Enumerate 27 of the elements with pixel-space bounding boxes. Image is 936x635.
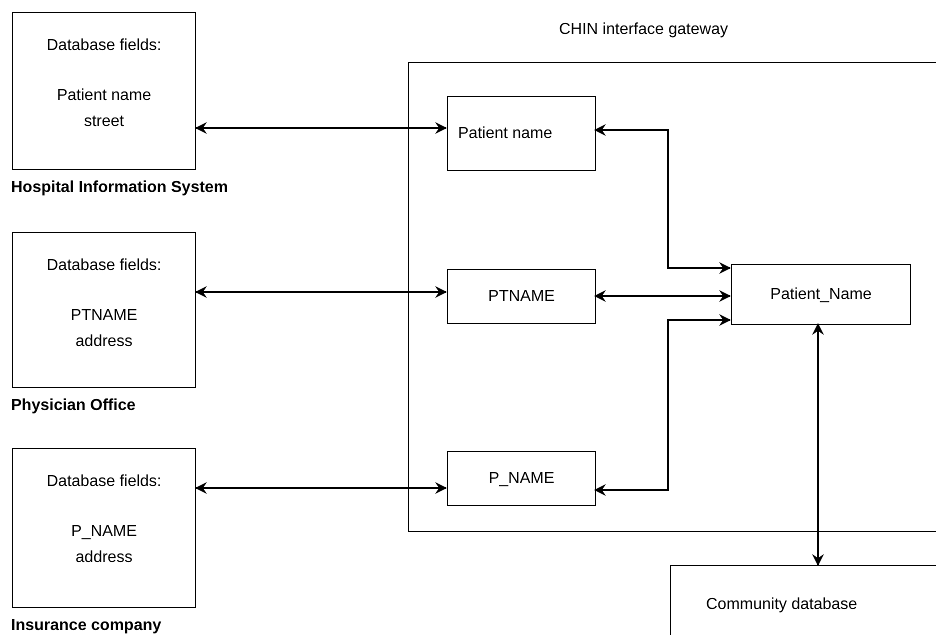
box-label: Community database — [706, 595, 858, 615]
double-arrow — [195, 286, 447, 298]
field-box — [447, 96, 596, 171]
double-arrow — [195, 122, 447, 134]
box-label: PTNAME — [488, 286, 555, 306]
box-label: Database fields: — [46, 36, 162, 56]
box-heading: Physician Office — [11, 397, 136, 415]
double-arrow — [594, 314, 731, 496]
box-label: Database fields: — [46, 256, 162, 276]
box-heading: Hospital Information System — [11, 179, 228, 197]
box-label: Database fields: — [46, 472, 162, 492]
field-box — [447, 451, 596, 506]
box-heading: CHIN interface gateway — [559, 21, 728, 39]
box-label: Patient name — [458, 124, 554, 144]
double-arrow — [812, 323, 824, 566]
double-arrow — [594, 124, 731, 274]
field-list: P_NAME address — [49, 519, 159, 571]
box-heading: Insurance company — [11, 617, 162, 635]
database-box — [670, 565, 936, 635]
field-list: PTNAME address — [49, 303, 159, 355]
field-box — [447, 269, 596, 324]
field-list: Patient name street — [49, 83, 159, 135]
field-box — [731, 264, 911, 325]
double-arrow — [594, 290, 731, 302]
box-label: Patient_Name — [770, 284, 872, 304]
box-label: P_NAME — [488, 468, 554, 488]
double-arrow — [195, 482, 447, 494]
